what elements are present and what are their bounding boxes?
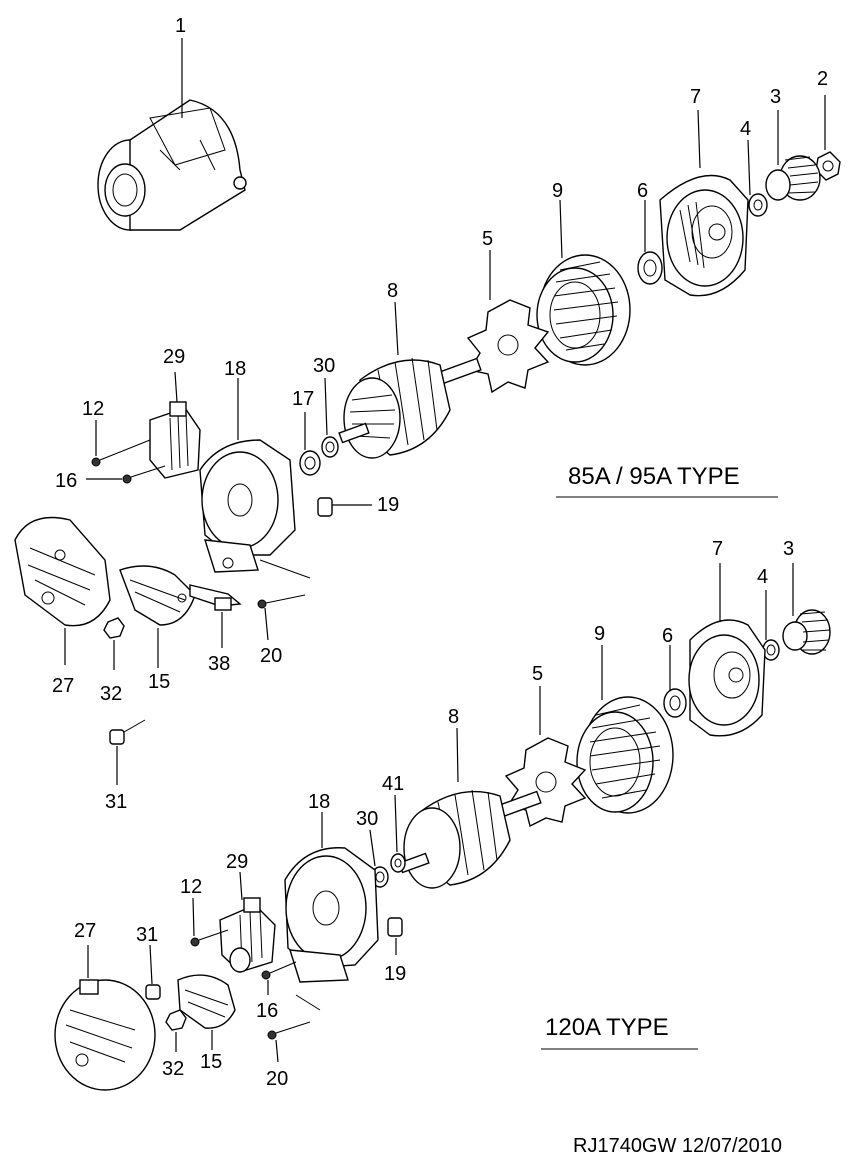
part-screw-12-120a bbox=[190, 929, 229, 947]
callout-lower-30: 30 bbox=[356, 808, 378, 830]
part-plug-120a bbox=[145, 984, 161, 1000]
part-rectifier bbox=[119, 565, 196, 626]
part-pulley bbox=[765, 155, 821, 201]
part-screw-12 bbox=[91, 439, 151, 467]
callout-upper-32: 32 bbox=[100, 683, 122, 705]
callout-upper-1: 1 bbox=[175, 15, 186, 37]
callout-lower-18: 18 bbox=[308, 791, 330, 813]
part-front-housing bbox=[659, 174, 749, 297]
callout-lower-12: 12 bbox=[180, 876, 202, 898]
callout-lower-9: 9 bbox=[594, 623, 605, 645]
part-alternator-assembly bbox=[97, 99, 247, 231]
part-rear-bearing bbox=[299, 450, 321, 476]
callout-upper-19: 19 bbox=[377, 494, 399, 516]
callout-upper-9: 9 bbox=[552, 180, 563, 202]
callout-upper-8: 8 bbox=[387, 280, 398, 302]
callout-upper-12: 12 bbox=[82, 398, 104, 420]
type-label-85a-95a: 85A / 95A TYPE bbox=[568, 463, 740, 490]
part-fan-120a bbox=[504, 737, 587, 828]
callout-upper-20: 20 bbox=[260, 645, 282, 667]
callout-upper-15: 15 bbox=[148, 671, 170, 693]
callout-upper-16: 16 bbox=[55, 470, 77, 492]
part-screw-16 bbox=[122, 465, 166, 484]
part-terminal-cap-120a bbox=[387, 917, 403, 937]
callout-upper-3: 3 bbox=[770, 86, 781, 108]
callout-lower-4: 4 bbox=[757, 566, 768, 588]
part-terminal-cap bbox=[317, 497, 333, 517]
callout-upper-38: 38 bbox=[208, 653, 230, 675]
part-front-housing-120a bbox=[688, 619, 766, 737]
callout-upper-29: 29 bbox=[163, 346, 185, 368]
part-rotor bbox=[338, 357, 482, 459]
part-regulator-120a bbox=[219, 897, 276, 973]
part-regulator bbox=[149, 401, 201, 479]
part-rotor-120a bbox=[398, 789, 542, 889]
callout-upper-7: 7 bbox=[690, 86, 701, 108]
callout-lower-7: 7 bbox=[712, 538, 723, 560]
callout-lower-20: 20 bbox=[266, 1068, 288, 1090]
part-plug bbox=[109, 719, 146, 745]
part-terminal-bolt bbox=[189, 584, 242, 611]
part-washer bbox=[748, 193, 768, 217]
callout-upper-27: 27 bbox=[52, 675, 74, 697]
callout-lower-3: 3 bbox=[783, 538, 794, 560]
callout-lower-6: 6 bbox=[662, 625, 673, 647]
reference-code-date: RJ1740GW 12/07/2010 bbox=[573, 1135, 782, 1157]
callout-lower-32: 32 bbox=[162, 1058, 184, 1080]
callout-lower-41: 41 bbox=[382, 773, 404, 795]
part-through-bolt-120a bbox=[267, 994, 321, 1040]
callout-upper-30: 30 bbox=[313, 355, 335, 377]
callout-lower-29: 29 bbox=[226, 851, 248, 873]
part-pulley-120a bbox=[782, 609, 831, 655]
callout-lower-31: 31 bbox=[136, 924, 158, 946]
part-through-bolt bbox=[257, 559, 311, 609]
part-screw-16-120a bbox=[261, 961, 297, 980]
part-rectifier-120a bbox=[177, 974, 236, 1029]
part-cover-nut bbox=[103, 617, 125, 639]
part-spacer bbox=[321, 436, 339, 458]
part-stator bbox=[536, 254, 631, 366]
callout-lower-5: 5 bbox=[532, 663, 543, 685]
part-washer-120a bbox=[762, 639, 780, 661]
part-fan bbox=[466, 299, 550, 394]
callout-upper-18: 18 bbox=[224, 358, 246, 380]
part-bearing-120a bbox=[663, 688, 687, 718]
part-rear-cover-120a bbox=[54, 979, 156, 1091]
callout-upper-4: 4 bbox=[740, 118, 751, 140]
part-bearing bbox=[637, 251, 663, 285]
part-spacer-41 bbox=[390, 853, 406, 873]
callout-upper-17: 17 bbox=[292, 388, 314, 410]
callout-lower-27: 27 bbox=[74, 920, 96, 942]
part-rear-cover bbox=[14, 516, 111, 627]
callout-upper-2: 2 bbox=[817, 68, 828, 90]
callout-lower-19: 19 bbox=[384, 963, 406, 985]
part-rear-housing bbox=[199, 439, 296, 573]
callout-lower-16: 16 bbox=[256, 1000, 278, 1022]
callout-lower-8: 8 bbox=[448, 706, 459, 728]
callout-upper-5: 5 bbox=[482, 228, 493, 250]
type-label-120a: 120A TYPE bbox=[545, 1014, 669, 1041]
callout-upper-6: 6 bbox=[637, 180, 648, 202]
part-stator-120a bbox=[576, 696, 674, 814]
part-rear-housing-120a bbox=[284, 847, 379, 983]
callout-lower-15: 15 bbox=[200, 1051, 222, 1073]
callout-upper-31: 31 bbox=[105, 791, 127, 813]
